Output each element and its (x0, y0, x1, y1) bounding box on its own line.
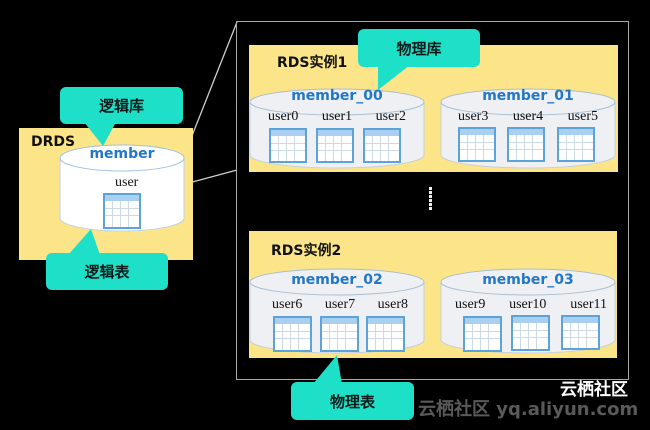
physical-table-label: user2 (375, 109, 406, 124)
physical-table-icon (511, 315, 550, 351)
watermark-site: 云栖社区 yq.aliyun.com (418, 399, 639, 420)
callout-physical-db-text: 物理库 (396, 39, 442, 58)
callout-pointer-physical-table (313, 355, 342, 384)
physical-table-label: user3 (458, 109, 489, 124)
connector-line-bottom (184, 169, 238, 185)
logical-table-label: user (115, 175, 139, 190)
physical-table-icon (557, 127, 595, 162)
logical-table-icon (103, 193, 141, 229)
physical-table-labels-row: user3 user4 user5 (458, 109, 598, 125)
physical-table-label: user4 (512, 109, 544, 124)
callout-pointer-logical-table (68, 229, 100, 255)
drds-title: DRDS (31, 134, 76, 150)
callout-physical-table-text: 物理表 (329, 392, 375, 411)
physical-table-label: user11 (570, 297, 607, 312)
physical-table-label: user10 (509, 297, 547, 312)
physical-cluster-frame (236, 21, 629, 380)
physical-table-icon (561, 315, 600, 350)
physical-table-label: user7 (324, 297, 356, 312)
callout-physical-db: 物理库 (358, 29, 480, 67)
rds-instance-2-title: RDS实例2 (271, 243, 342, 259)
callout-logical-table-text: 逻辑表 (84, 263, 130, 281)
physical-table-icon (320, 316, 359, 352)
more-instances-ellipsis-icon (429, 187, 433, 211)
physical-table-icon (463, 316, 502, 352)
watermark-logo: 云栖社区 (560, 380, 628, 400)
callout-logical-table: 逻辑表 (46, 253, 168, 290)
physical-table-icon (363, 128, 401, 163)
physical-table-icon (273, 316, 312, 352)
physical-table-icon (316, 128, 354, 163)
logical-db-name: member (89, 146, 155, 162)
physical-table-labels-row: user6 user7 user8 (272, 297, 408, 313)
callout-pointer-physical-db (378, 65, 410, 90)
physical-table-icon (269, 128, 307, 163)
physical-table-labels-row: user0 user1 user2 (268, 109, 406, 125)
callout-logical-db: 逻辑库 (60, 87, 183, 124)
physical-table-label: user6 (272, 297, 303, 312)
physical-table-icon (366, 316, 405, 352)
physical-table-label: user8 (377, 297, 408, 312)
physical-db-name: member_00 (291, 88, 383, 104)
physical-table-label: user5 (567, 109, 598, 124)
rds-instance-1-title: RDS实例1 (277, 55, 348, 71)
physical-table-label: user9 (455, 297, 486, 312)
physical-table-label: user1 (321, 109, 353, 124)
callout-physical-table: 物理表 (291, 382, 414, 420)
physical-table-icon (507, 127, 545, 162)
physical-table-labels-row: user9 user10 user11 (455, 297, 607, 313)
physical-db-name: member_03 (482, 272, 574, 288)
physical-db-name: member_01 (482, 88, 574, 104)
callout-pointer-logical-db (84, 122, 116, 146)
callout-logical-db-text: 逻辑库 (98, 97, 144, 115)
physical-table-icon (458, 127, 496, 162)
physical-db-name: member_02 (291, 272, 383, 288)
physical-table-label: user0 (268, 109, 299, 124)
